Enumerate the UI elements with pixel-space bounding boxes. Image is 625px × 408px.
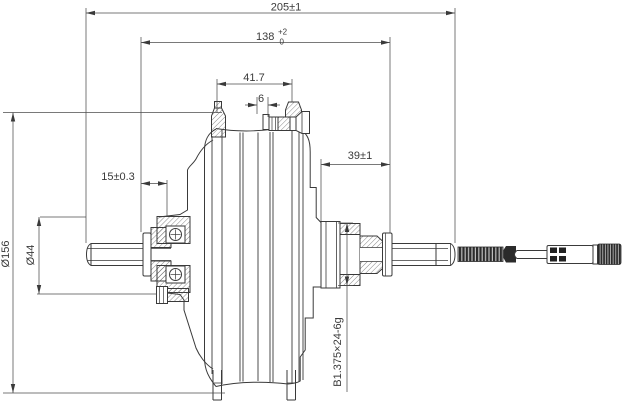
flange-screw: [262, 111, 310, 134]
dim-locknut-width: 138 +2 0: [256, 22, 292, 47]
left-bearing-assembly: [156, 216, 191, 293]
dim-flange-spacing: 41.7: [243, 72, 264, 84]
connector-body: [546, 244, 598, 265]
connector-contact: [559, 247, 566, 253]
left-axle: [85, 243, 149, 266]
cover-bolt: [156, 286, 189, 304]
dim-right-side-length: 39±1: [348, 150, 372, 162]
cable-strain-relief: [457, 246, 504, 262]
connector-knurled-cap: [597, 243, 622, 265]
dim-left-step: 15±0.3: [101, 171, 135, 183]
dim-thread-spec: B1.375×24-6g: [332, 317, 344, 386]
motor-barrel: [204, 125, 322, 387]
cable-wire: [513, 250, 548, 259]
spoke-flange-top-left: [211, 101, 226, 138]
dim-flange-offset: 6: [258, 93, 264, 105]
connector-contact: [550, 247, 557, 253]
dim-flange-circle-diameter: Ø156: [0, 241, 12, 268]
freewheel-thread-boss: [339, 223, 361, 286]
right-axle: [391, 243, 456, 266]
dimension-arrows: [10, 10, 455, 393]
dim-hub-boss-diameter: Ø44: [25, 245, 37, 266]
left-side-cover: [158, 139, 214, 370]
connector-contact: [550, 256, 557, 262]
right-flange-plate: [320, 221, 341, 289]
spoke-flange-bottom-right: [286, 370, 296, 401]
connector-contact: [559, 256, 566, 262]
dimension-lines: [3, 8, 456, 394]
right-locknut: [359, 235, 383, 274]
cable-ferrule: [503, 246, 516, 263]
right-washer: [382, 232, 393, 277]
dim-overall-length: 205±1: [271, 2, 302, 14]
spoke-flange-bottom-left: [212, 370, 222, 401]
left-washer: [142, 232, 152, 277]
